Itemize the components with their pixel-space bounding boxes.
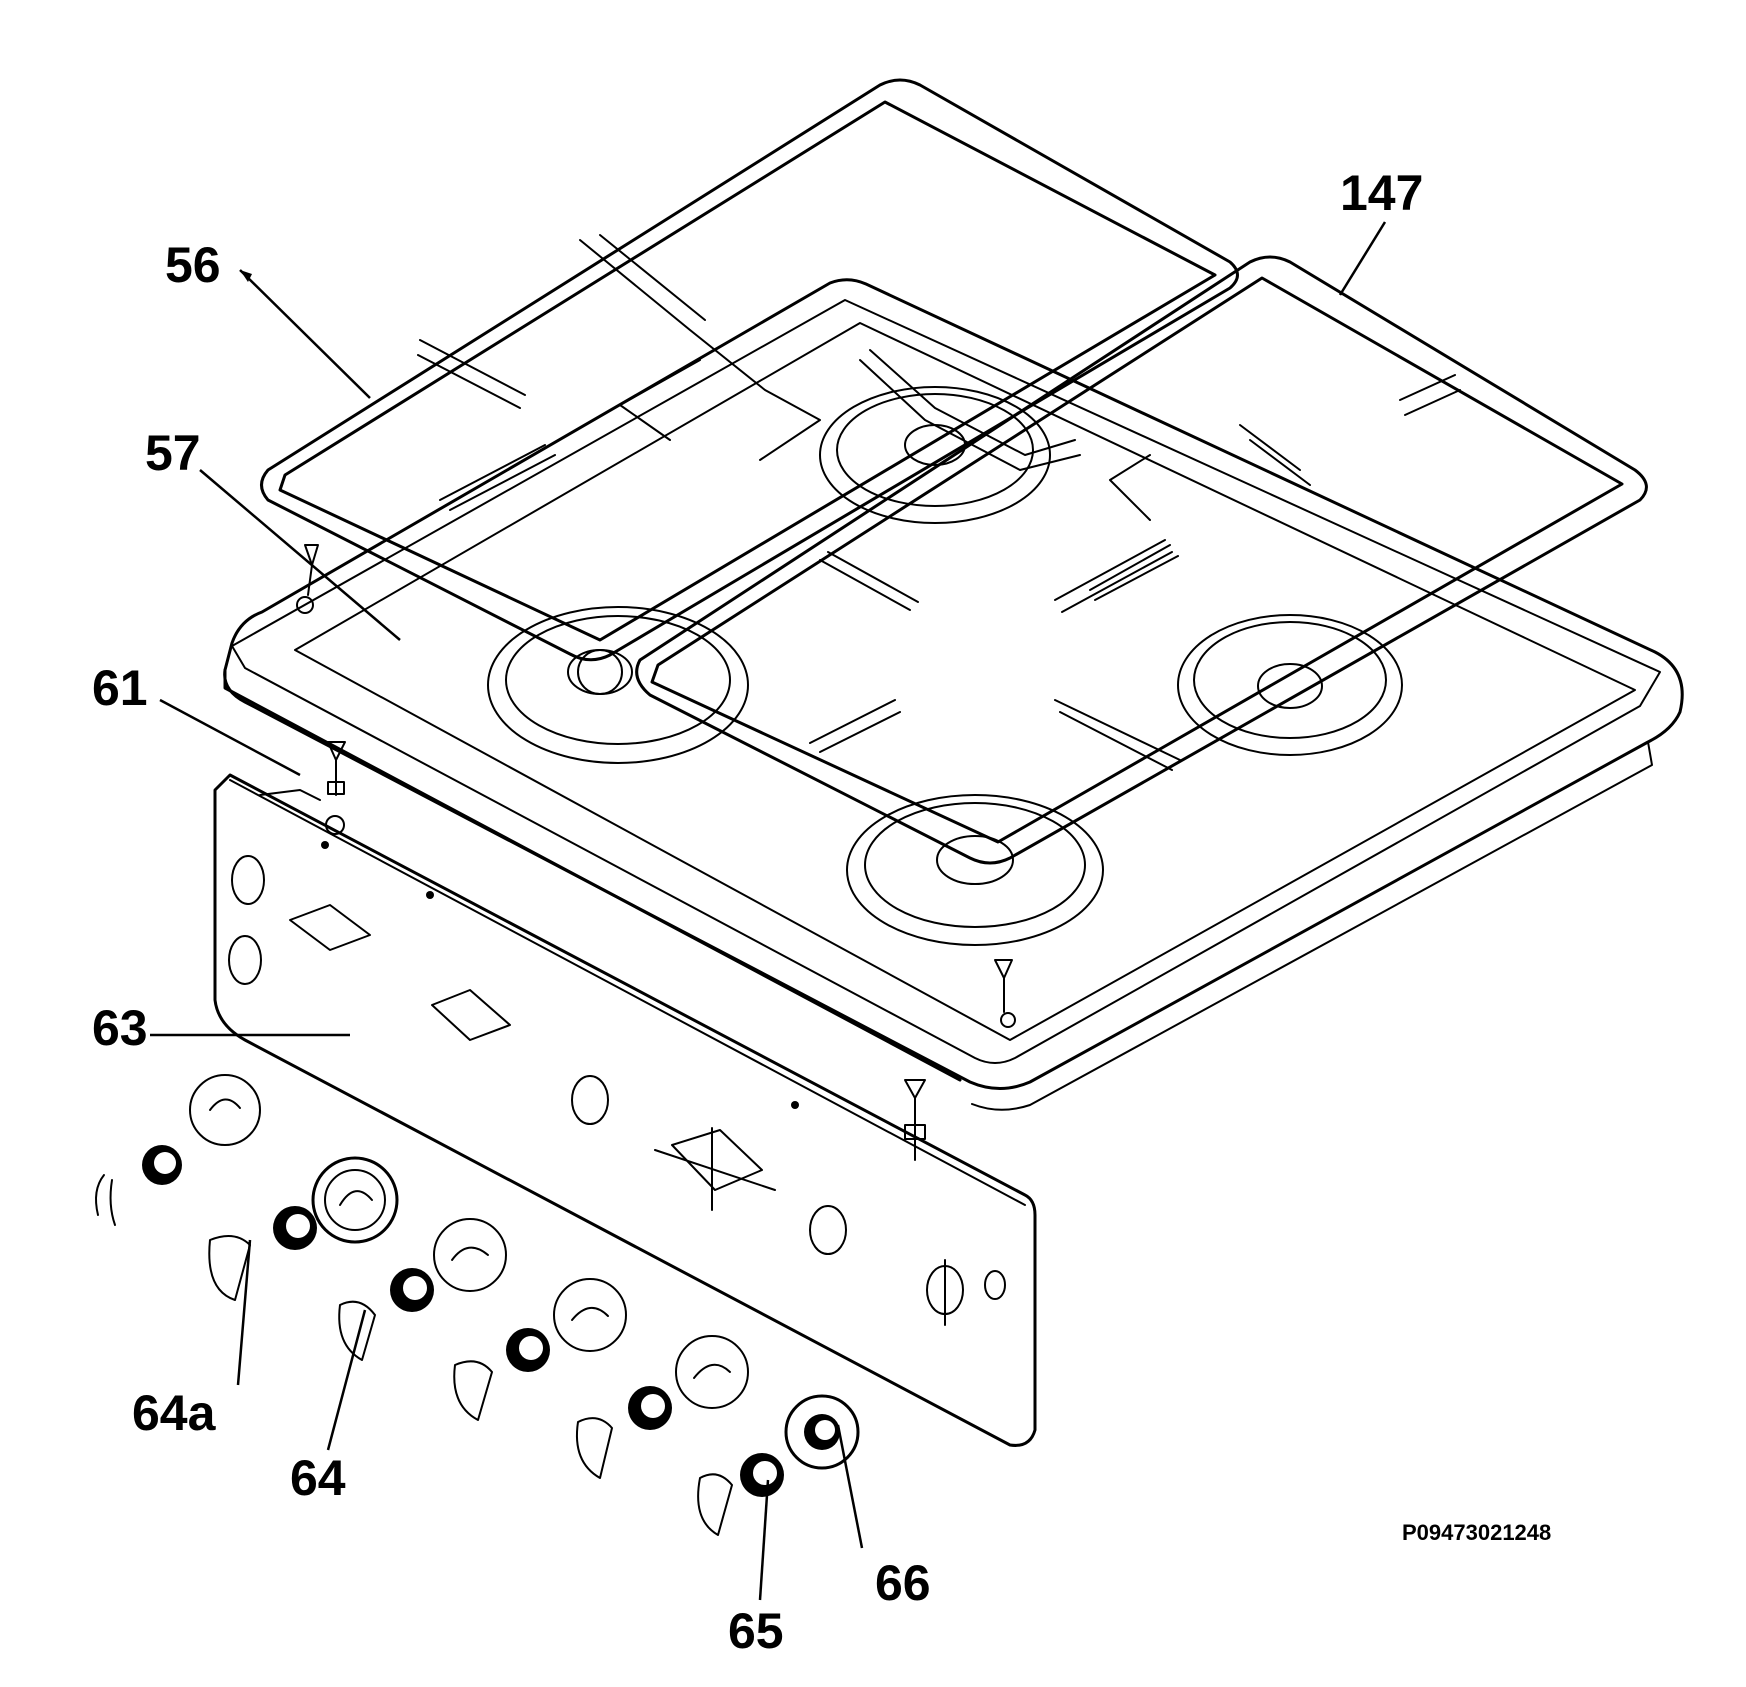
plate-screw-left <box>296 544 319 614</box>
panel-screw <box>327 741 346 796</box>
callout-147: 147 <box>1340 165 1423 221</box>
knob-set-1 <box>95 1074 261 1226</box>
knob-set-3 <box>338 1218 507 1361</box>
callout-66: 66 <box>875 1555 931 1611</box>
callout-65: 65 <box>728 1603 784 1659</box>
knob-set-6 <box>697 1394 860 1536</box>
hob-top-plate <box>223 278 1684 1111</box>
control-panel <box>213 741 1037 1447</box>
panel-bolt <box>904 1079 926 1161</box>
knob-set-4 <box>453 1278 627 1421</box>
knob-set-2 <box>208 1156 399 1301</box>
burner-right <box>1177 614 1403 756</box>
callout-64: 64 <box>290 1450 346 1506</box>
callout-61: 61 <box>92 660 148 716</box>
knob-set-5 <box>576 1335 749 1479</box>
callout-56: 56 <box>165 237 221 293</box>
drawing-code: P09473021248 <box>1402 1520 1551 1545</box>
burner-front-right <box>846 794 1104 946</box>
callout-64a: 64a <box>132 1385 217 1441</box>
callout-63: 63 <box>92 1000 148 1056</box>
leader-lines <box>150 221 1387 1601</box>
pan-support-left <box>260 78 1239 695</box>
callout-57: 57 <box>145 425 201 481</box>
pan-support-right <box>635 255 1648 865</box>
plate-screw-front <box>994 959 1016 1028</box>
